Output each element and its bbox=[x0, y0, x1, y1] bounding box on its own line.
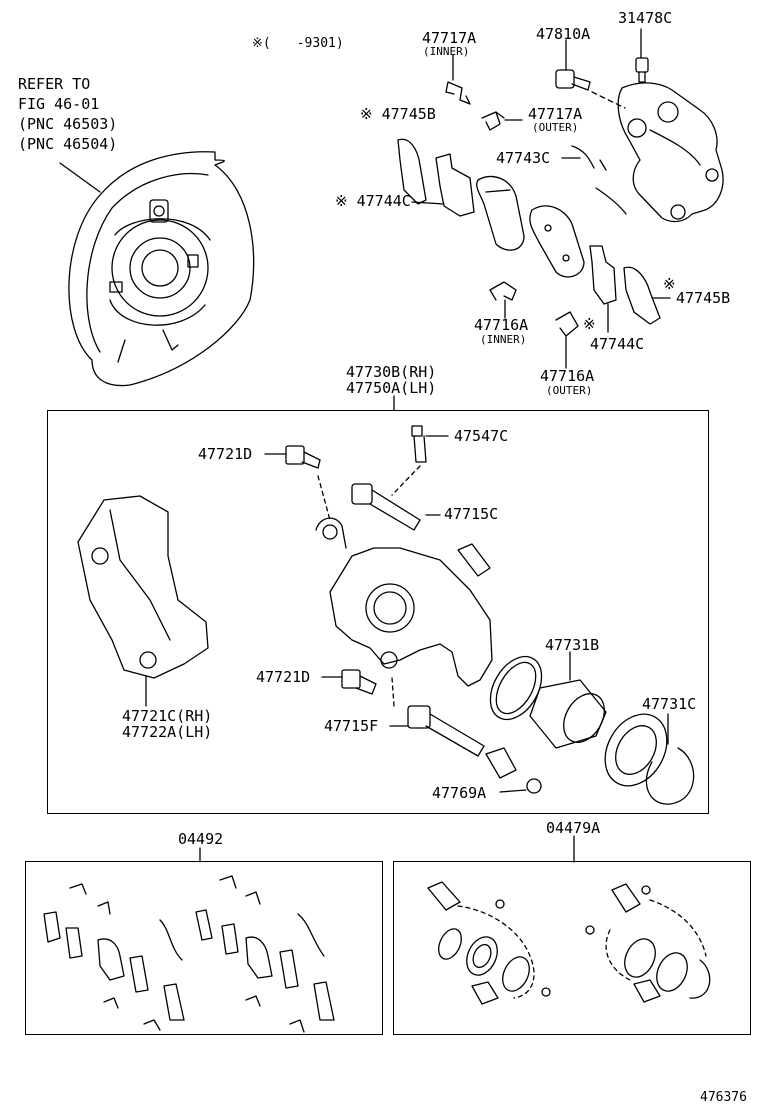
bolt-47721d-top-drawing bbox=[286, 446, 320, 468]
part-47745b-right-number[interactable]: 47745B bbox=[676, 289, 731, 307]
part-47721d-top-number[interactable]: 47721D bbox=[198, 445, 253, 463]
bolt-47721d-bottom-drawing bbox=[342, 670, 376, 694]
pad-outer-drawing bbox=[530, 206, 584, 277]
mounting-bracket-drawing bbox=[78, 496, 208, 678]
piston-47731b-drawing bbox=[530, 680, 613, 750]
seal-drawing bbox=[480, 648, 552, 729]
part-31478c-number[interactable]: 31478C bbox=[618, 9, 673, 27]
caliper-assembly-box bbox=[47, 410, 709, 814]
caliper-body-drawing bbox=[316, 518, 492, 686]
ring-drawing bbox=[646, 748, 693, 804]
kit-04492-contents bbox=[44, 876, 334, 1032]
kit-04479a-contents bbox=[428, 882, 710, 1004]
mount-lh-number[interactable]: 47722A(LH) bbox=[122, 723, 213, 741]
refer-to-line2: FIG 46-01 bbox=[18, 95, 100, 113]
part-47716a-inner-qualifier: (INNER) bbox=[480, 333, 527, 346]
bleeder-47547c-drawing bbox=[412, 426, 426, 462]
part-47731c-number[interactable]: 47731C bbox=[642, 695, 697, 713]
boot-47731c-drawing bbox=[593, 703, 679, 797]
assembly-rh-number[interactable]: 47730B(RH) bbox=[346, 363, 437, 381]
refer-to-line3: (PNC 46503) bbox=[18, 115, 118, 133]
dashed-bolt-path bbox=[592, 92, 625, 108]
kit-04492-box bbox=[25, 861, 383, 1035]
part-47743c-number[interactable]: 47743C bbox=[496, 149, 551, 167]
part-47715c-number[interactable]: 47715C bbox=[444, 505, 499, 523]
shim-47744c-right-drawing bbox=[590, 246, 616, 304]
clip-47716a-inner-drawing bbox=[490, 282, 516, 300]
pin-47715f-drawing bbox=[408, 706, 484, 756]
wire-47743c-drawing bbox=[572, 146, 626, 214]
kit-04479a-box bbox=[393, 861, 751, 1035]
date-range-note: ※( -9301) bbox=[252, 36, 344, 51]
part-47744c-right-number[interactable]: 47744C bbox=[590, 335, 645, 353]
boot-47715f-drawing bbox=[486, 748, 516, 778]
bolt-47810a-drawing bbox=[556, 70, 590, 90]
refer-to-line4: (PNC 46504) bbox=[18, 135, 118, 153]
part-47769a-number[interactable]: 47769A bbox=[432, 784, 487, 802]
part-47810a-number[interactable]: 47810A bbox=[536, 25, 591, 43]
bolt-31478c-drawing bbox=[636, 58, 648, 82]
part-47716a-outer-number[interactable]: 47716A bbox=[540, 367, 595, 385]
part-47744c-right-mark: ※ bbox=[583, 315, 596, 333]
shim-47745b-right-drawing bbox=[624, 267, 660, 324]
shim-47744c-left-drawing bbox=[436, 154, 474, 216]
clip-47717a-inner-drawing bbox=[446, 82, 470, 104]
clip-47716a-outer-drawing bbox=[556, 312, 578, 336]
leader-47744c-left bbox=[412, 202, 444, 204]
kit-04492-number[interactable]: 04492 bbox=[178, 830, 224, 848]
kit-04479a-number[interactable]: 04479A bbox=[546, 819, 601, 837]
cap-47769a-drawing bbox=[527, 779, 541, 793]
part-47745b-right-mark: ※ bbox=[663, 275, 676, 293]
part-47745b-left-number[interactable]: ※ 47745B bbox=[360, 105, 436, 123]
part-47715f-number[interactable]: 47715F bbox=[324, 717, 379, 735]
part-47716a-inner-number[interactable]: 47716A bbox=[474, 316, 529, 334]
part-47547c-number[interactable]: 47547C bbox=[454, 427, 509, 445]
part-47717a-outer-number[interactable]: 47717A bbox=[528, 105, 583, 123]
boot-drawing bbox=[458, 544, 490, 576]
dashed-bleeder bbox=[392, 466, 420, 495]
part-47721d-bottom-number[interactable]: 47721D bbox=[256, 668, 311, 686]
figure-number: 476376 bbox=[700, 1090, 747, 1105]
part-47731b-number[interactable]: 47731B bbox=[545, 636, 600, 654]
part-47717a-inner-qualifier: (INNER) bbox=[423, 45, 470, 58]
assembly-lh-number[interactable]: 47750A(LH) bbox=[346, 379, 437, 397]
dust-shield-leader bbox=[60, 163, 100, 192]
caliper-top-drawing bbox=[618, 83, 723, 222]
shim-47745b-left-drawing bbox=[398, 139, 426, 204]
mount-rh-number[interactable]: 47721C(RH) bbox=[122, 707, 213, 725]
part-47716a-outer-qualifier: (OUTER) bbox=[546, 384, 593, 397]
part-47744c-left-number[interactable]: ※ 47744C bbox=[335, 192, 411, 210]
refer-to-line1: REFER TO bbox=[18, 75, 91, 93]
part-47717a-outer-qualifier: (OUTER) bbox=[532, 121, 579, 134]
dust-shield-drawing bbox=[69, 152, 254, 386]
dashed-47721d-bottom bbox=[392, 678, 394, 706]
part-47717a-inner-number[interactable]: 47717A bbox=[422, 29, 477, 47]
dashed-47721d-top bbox=[318, 476, 330, 520]
leader-47769a bbox=[500, 790, 526, 792]
pad-inner-drawing bbox=[477, 177, 524, 251]
pin-47715c-drawing bbox=[352, 484, 420, 530]
clip-47717a-outer-drawing bbox=[482, 112, 504, 130]
